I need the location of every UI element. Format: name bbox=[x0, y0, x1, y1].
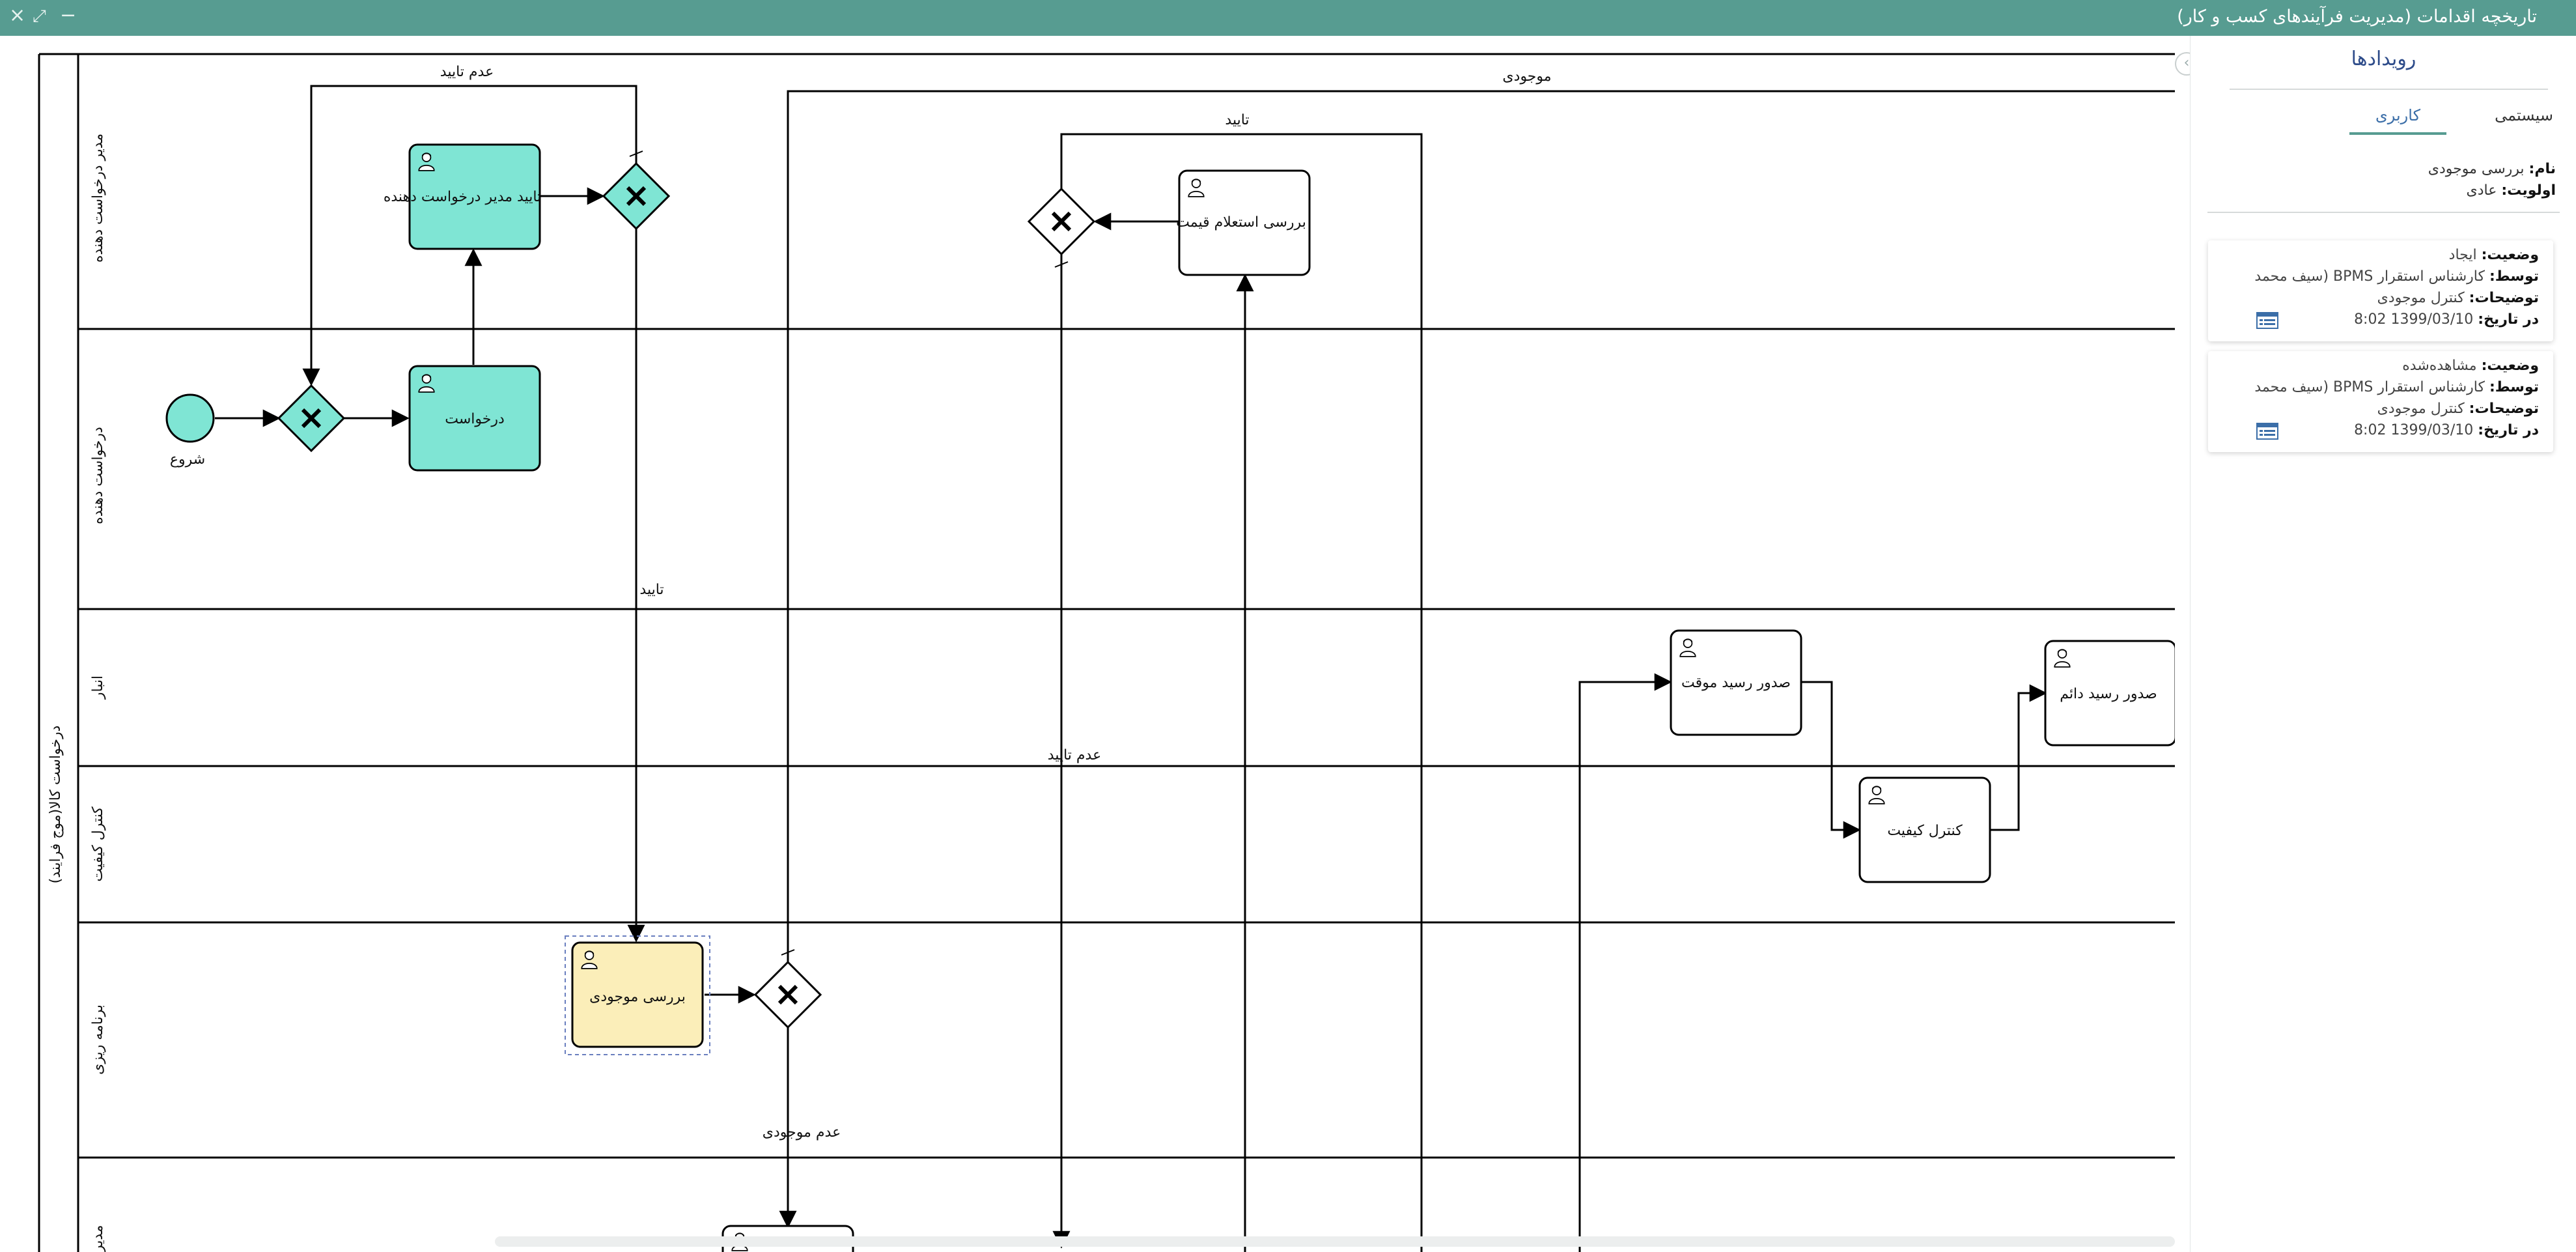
divider bbox=[2207, 212, 2560, 213]
event-status: ایجاد bbox=[2448, 247, 2477, 263]
task-stock-check[interactable]: بررسی موجودی bbox=[565, 935, 710, 1055]
minimize-icon[interactable]: − bbox=[60, 4, 77, 27]
tab-system[interactable]: سیستمی bbox=[2495, 106, 2553, 124]
event-date: 1399/03/10 8:02 bbox=[2354, 311, 2474, 328]
flow-label: تایید bbox=[639, 582, 664, 598]
task-perm-receipt[interactable]: صدور رسید دائم bbox=[2044, 640, 2175, 747]
date-label: در تاریخ: bbox=[2478, 311, 2539, 328]
horizontal-scrollbar[interactable] bbox=[495, 1236, 2175, 1247]
lane-label: کنترل کیفیت bbox=[90, 806, 106, 882]
close-icon[interactable]: × bbox=[9, 4, 26, 27]
event-status: مشاهده‌شده bbox=[2402, 358, 2477, 374]
name-value: بررسی موجودی bbox=[2428, 161, 2525, 177]
task-label: درخواست bbox=[445, 411, 505, 427]
task-manager-approval[interactable]: تایید مدیر درخواست دهنده bbox=[384, 143, 541, 250]
task-temp-receipt[interactable]: صدور رسید موقت bbox=[1670, 629, 1802, 736]
desc-label: توضیحات: bbox=[2469, 290, 2539, 306]
flow-label: عدم موجودی bbox=[763, 1124, 841, 1141]
event-card: وضعیت: ایجاد توسط: کارشناس استقرار BPMS … bbox=[2208, 240, 2553, 341]
start-event-label: شروع bbox=[170, 451, 205, 468]
task-quality-control[interactable]: کنترل کیفیت bbox=[1858, 776, 1991, 883]
tab-user[interactable]: کاربری bbox=[2349, 106, 2446, 135]
event-card: وضعیت: مشاهده‌شده توسط: کارشناس استقرار … bbox=[2208, 351, 2553, 452]
expand-icon[interactable]: ⤢ bbox=[33, 7, 46, 26]
event-desc: کنترل موجودی bbox=[2377, 401, 2465, 417]
event-by: کارشناس استقرار BPMS (سیف محمد bbox=[2254, 379, 2485, 395]
sequence-flows bbox=[215, 85, 2175, 1252]
bpmn-canvas[interactable]: درخواست کالا(موج فرایند) مدیر درخواست ده… bbox=[0, 36, 2175, 1252]
flow-label: عدم تایید bbox=[1048, 747, 1101, 763]
lane-label: مدیر درخواست دهنده bbox=[90, 134, 106, 263]
by-label: توسط: bbox=[2489, 379, 2539, 395]
panel-title: رویدادها bbox=[2351, 48, 2416, 70]
task-label: کنترل کیفیت bbox=[1887, 823, 1963, 839]
lane-label: مدیر bbox=[90, 1225, 106, 1252]
flow-label: عدم تایید bbox=[440, 64, 494, 80]
priority-value: عادی bbox=[2466, 182, 2497, 199]
exclusive-gateway[interactable] bbox=[753, 949, 822, 1029]
lane-label: برنامه ریزی bbox=[90, 1004, 106, 1075]
status-label: وضعیت: bbox=[2481, 358, 2539, 374]
lane-label: درخواست دهنده bbox=[90, 427, 106, 524]
priority-label: اولویت: bbox=[2501, 182, 2556, 199]
start-event[interactable] bbox=[165, 393, 215, 443]
task-label: بررسی موجودی bbox=[589, 989, 686, 1005]
status-label: وضعیت: bbox=[2481, 247, 2539, 263]
task-label: صدور رسید دائم bbox=[2060, 686, 2157, 702]
flow-label: تایید bbox=[1225, 112, 1249, 128]
pool-label: درخواست کالا(موج فرایند) bbox=[48, 726, 64, 884]
event-desc: کنترل موجودی bbox=[2377, 290, 2465, 306]
date-label: در تاریخ: bbox=[2478, 422, 2539, 438]
task-price-inquiry[interactable]: بررسی استعلام قیمت bbox=[1176, 169, 1311, 276]
exclusive-gateway[interactable] bbox=[1027, 187, 1096, 268]
details-icon[interactable] bbox=[2256, 423, 2278, 440]
event-date: 1399/03/10 8:02 bbox=[2354, 422, 2474, 438]
name-label: نام: bbox=[2528, 161, 2556, 177]
desc-label: توضیحات: bbox=[2469, 401, 2539, 417]
events-panel: رویدادها کاربری سیستمی نام: بررسی موجودی… bbox=[2190, 36, 2576, 1252]
details-icon[interactable] bbox=[2256, 312, 2278, 329]
bpmn-diagram[interactable]: درخواست کالا(موج فرایند) مدیر درخواست ده… bbox=[0, 36, 2175, 1252]
task-request[interactable]: درخواست bbox=[408, 365, 541, 472]
lane-label: انبار bbox=[90, 676, 106, 700]
event-by: کارشناس استقرار BPMS (سیف محمد bbox=[2254, 268, 2485, 285]
task-label: تایید مدیر درخواست دهنده bbox=[384, 189, 541, 205]
divider bbox=[2230, 89, 2548, 90]
task-label: صدور رسید موقت bbox=[1681, 675, 1791, 691]
by-label: توسط: bbox=[2489, 268, 2539, 285]
window-title: تاریخچه اقدامات (مدیریت فرآیندهای کسب و … bbox=[2177, 7, 2537, 27]
flow-label: موجودی bbox=[1502, 68, 1551, 85]
task-label: بررسی استعلام قیمت bbox=[1176, 214, 1306, 231]
task-info: نام: بررسی موجودی اولویت: عادی bbox=[2428, 158, 2556, 201]
panel-tabs: کاربری سیستمی bbox=[2191, 101, 2576, 135]
pool bbox=[38, 53, 2175, 1252]
exclusive-gateway[interactable] bbox=[602, 150, 671, 231]
window-titlebar: × ⤢ − تاریخچه اقدامات (مدیریت فرآیندهای … bbox=[0, 0, 2576, 36]
exclusive-gateway[interactable] bbox=[277, 384, 346, 453]
